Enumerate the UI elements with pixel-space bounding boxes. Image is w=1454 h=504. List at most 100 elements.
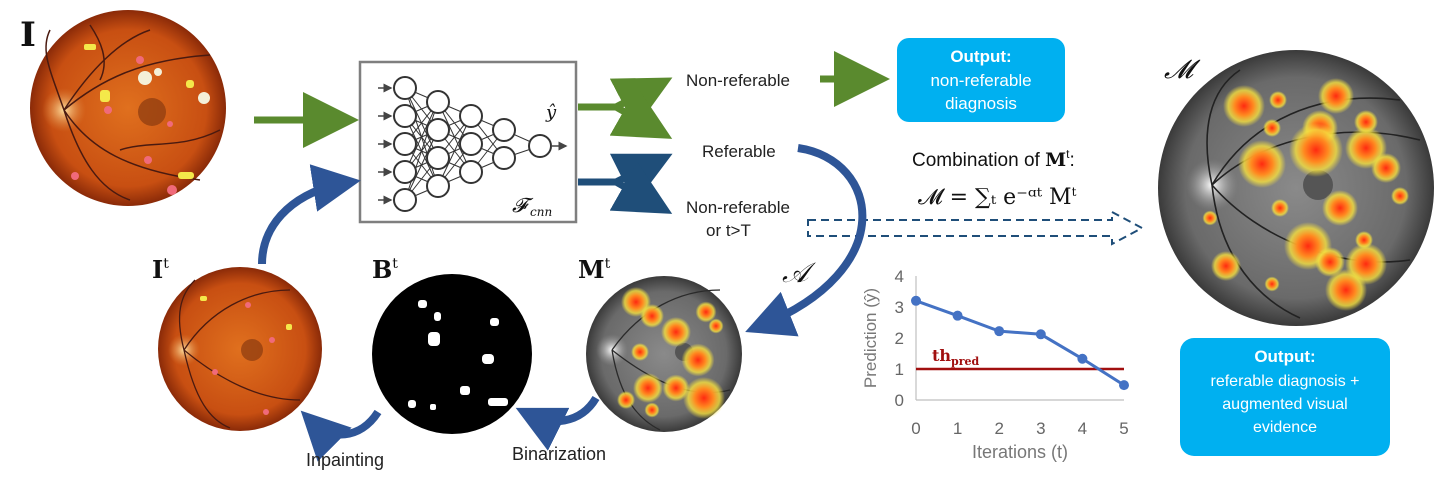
x-tick-label: 3 bbox=[1036, 419, 1045, 438]
heat-blob bbox=[1202, 210, 1218, 226]
nn-node bbox=[492, 118, 516, 142]
branch-non-referable-or: Non-referable bbox=[686, 198, 790, 217]
x-tick-label: 0 bbox=[911, 419, 920, 438]
heat-blob bbox=[1211, 251, 1241, 281]
y-tick-label: 2 bbox=[895, 329, 904, 348]
y-tick-label: 1 bbox=[895, 360, 904, 379]
heat-blob bbox=[1315, 247, 1345, 277]
output-top-line1: non-referable bbox=[930, 71, 1031, 90]
nn-edge bbox=[437, 115, 472, 187]
heat-blob bbox=[1322, 190, 1358, 226]
heat-blob bbox=[683, 377, 725, 419]
output-bottom-box: Output: referable diagnosis + augmented … bbox=[1180, 338, 1390, 456]
y-axis-label: Prediction (ŷ) bbox=[861, 288, 880, 388]
combination-formula: 𝓜 = ∑ₜ e⁻ᵅᵗ Mt bbox=[918, 185, 1077, 210]
heat-blob bbox=[1391, 187, 1409, 205]
heat-blob bbox=[708, 318, 724, 334]
output-top-title: Output: bbox=[950, 47, 1011, 66]
arrow-binarization bbox=[515, 395, 600, 451]
data-point bbox=[1119, 380, 1129, 391]
heat-blob bbox=[617, 391, 635, 409]
nn-edge bbox=[404, 129, 439, 201]
arrow-inpainting bbox=[300, 409, 382, 462]
nn-node bbox=[426, 90, 450, 114]
heat-blob bbox=[1289, 123, 1343, 177]
heat-blob bbox=[633, 373, 663, 403]
heat-blob bbox=[695, 301, 717, 323]
heat-blob bbox=[631, 343, 649, 361]
heat-blob bbox=[1263, 119, 1281, 137]
navy-branch-arrows bbox=[578, 153, 673, 214]
threshold-label: thpred bbox=[932, 346, 980, 368]
data-point bbox=[994, 326, 1005, 337]
heat-blob bbox=[1269, 91, 1287, 109]
data-point bbox=[911, 295, 921, 306]
label-M-final: 𝓜 bbox=[1164, 55, 1201, 85]
final-evidence-map bbox=[1158, 50, 1434, 326]
binary-mask-bt bbox=[372, 274, 532, 434]
x-tick-label: 1 bbox=[953, 419, 962, 438]
yhat-label: ŷ bbox=[545, 102, 557, 123]
heat-blob bbox=[644, 402, 660, 418]
nn-node bbox=[459, 132, 483, 156]
output-bottom-line3: evidence bbox=[1253, 419, 1317, 436]
heat-blob bbox=[1223, 85, 1265, 127]
heat-blob bbox=[1325, 269, 1367, 311]
heat-blob bbox=[1371, 153, 1401, 183]
heat-blob bbox=[661, 317, 691, 347]
x-tick-label: 4 bbox=[1078, 419, 1087, 438]
series-line bbox=[915, 299, 1125, 387]
inpainted-fundus-it bbox=[158, 267, 322, 431]
heatmap-mt bbox=[586, 276, 742, 432]
nn-node bbox=[393, 104, 417, 128]
nn-node bbox=[426, 118, 450, 142]
nn-edge bbox=[404, 101, 439, 201]
heat-blob bbox=[1264, 276, 1280, 292]
cnn-box bbox=[358, 60, 578, 224]
fcnn-subscript: cnn bbox=[530, 205, 552, 219]
y-tick-label: 0 bbox=[895, 391, 904, 410]
nn-node bbox=[459, 104, 483, 128]
heat-blob bbox=[1238, 140, 1286, 188]
heat-blob bbox=[640, 304, 664, 328]
label-Mt: Mt bbox=[578, 255, 611, 284]
output-top-box: Output: non-referable diagnosis bbox=[897, 38, 1065, 122]
step-binarization: Binarization bbox=[512, 444, 606, 464]
y-tick-label: 3 bbox=[895, 298, 904, 317]
nn-node bbox=[426, 146, 450, 170]
nn-edge bbox=[404, 101, 439, 173]
x-axis-label: Iterations (t) bbox=[972, 442, 1068, 462]
heat-blob bbox=[1318, 78, 1354, 114]
output-bottom-line2: augmented visual bbox=[1222, 396, 1347, 413]
combination-label: Combination of Mt: bbox=[912, 147, 1075, 171]
nn-node bbox=[492, 146, 516, 170]
y-tick-label: 4 bbox=[895, 267, 904, 286]
nn-node bbox=[393, 188, 417, 212]
heat-blob bbox=[662, 374, 690, 402]
arrow-referable-to-mt bbox=[745, 144, 867, 337]
x-tick-label: 2 bbox=[994, 419, 1003, 438]
output-bottom-title: Output: bbox=[1254, 347, 1315, 366]
data-point bbox=[1035, 329, 1046, 340]
arrow-it-to-cnn bbox=[258, 164, 361, 265]
step-inpainting: Inpainting bbox=[306, 450, 384, 470]
output-top-line2: diagnosis bbox=[945, 94, 1017, 113]
nn-node bbox=[528, 134, 552, 158]
nn-node bbox=[393, 76, 417, 100]
green-branch-arrows bbox=[578, 77, 673, 139]
label-It: It bbox=[152, 255, 169, 284]
x-tick-label: 5 bbox=[1119, 419, 1128, 438]
nn-node bbox=[393, 160, 417, 184]
data-point bbox=[1077, 353, 1088, 364]
label-I: I bbox=[20, 15, 36, 55]
heat-blob bbox=[681, 343, 715, 377]
branch-non-referable: Non-referable bbox=[686, 71, 790, 90]
input-fundus-image bbox=[30, 10, 226, 206]
label-A: 𝒜 bbox=[782, 256, 816, 289]
branch-referable: Referable bbox=[702, 142, 776, 161]
prediction-chart: 0 1 2 3 4 0 1 2 3 4 5 thpred Prediction (ŷ) Itera… bbox=[861, 267, 1129, 462]
branch-or-t: or t>T bbox=[706, 221, 751, 240]
heat-blob bbox=[1271, 199, 1289, 217]
nn-node bbox=[459, 160, 483, 184]
